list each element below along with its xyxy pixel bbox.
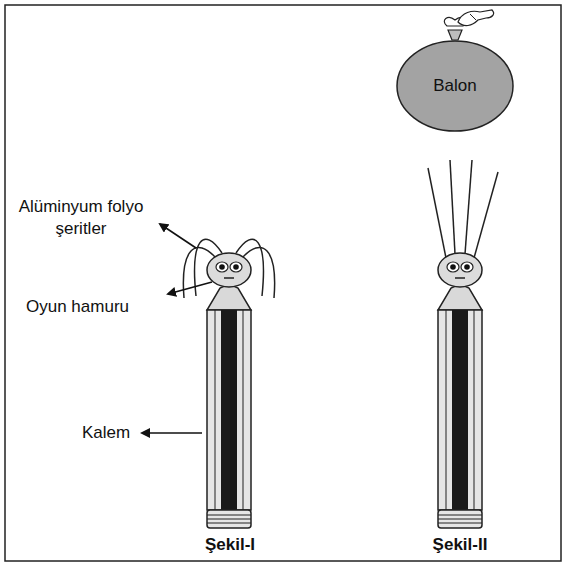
balloon-label: Balon xyxy=(396,76,514,96)
part-label: Alüminyum folyo şeritler xyxy=(6,196,156,240)
part-label: Oyun hamuru xyxy=(26,296,176,318)
balloon-shape: Balon xyxy=(396,40,514,132)
figure-caption: Şekil-II xyxy=(400,534,520,556)
part-label: Kalem xyxy=(82,422,142,444)
figure-caption: Şekil-I xyxy=(170,534,290,556)
